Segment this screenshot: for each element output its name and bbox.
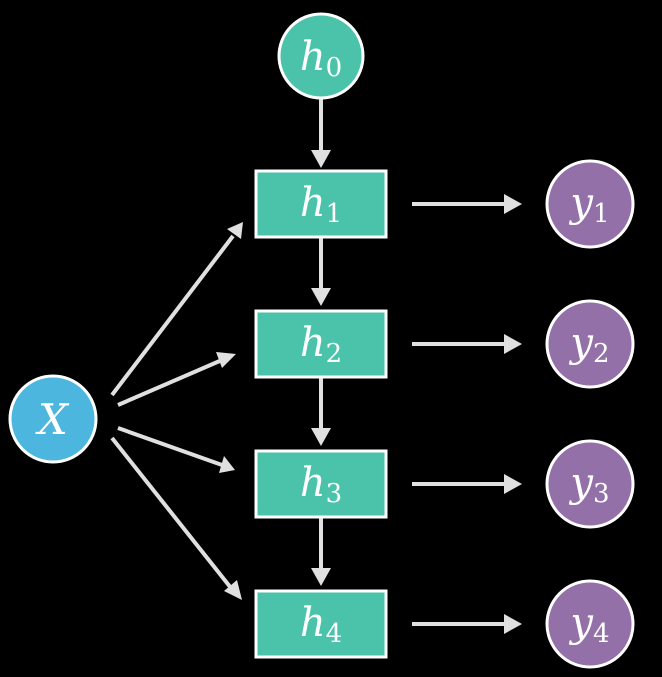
edge-h3-h4 xyxy=(311,518,331,586)
svg-text:h1: h1 xyxy=(300,180,342,229)
node-y2-base: y xyxy=(568,320,594,366)
node-h2-base: h xyxy=(300,320,326,366)
node-y1-sub: 1 xyxy=(593,199,610,229)
svg-text:h3: h3 xyxy=(300,460,342,509)
node-h1: h1 xyxy=(254,169,388,239)
nodes: h0 h1 h2 h3 h4 xyxy=(8,12,635,669)
node-h3-sub: 3 xyxy=(326,479,343,509)
edge-x-h1 xyxy=(110,222,243,397)
svg-text:y3: y3 xyxy=(568,460,609,509)
node-y3-base: y xyxy=(568,460,594,506)
node-h1-sub: 1 xyxy=(326,199,343,229)
edge-h2-y2 xyxy=(412,334,522,354)
edge-h2-h3 xyxy=(311,378,331,446)
node-h2: h2 xyxy=(254,309,388,379)
node-h4-base: h xyxy=(300,600,326,646)
node-y4-sub: 4 xyxy=(593,619,610,649)
svg-text:y1: y1 xyxy=(568,180,609,229)
node-y3-sub: 3 xyxy=(593,479,610,509)
edge-x-h2 xyxy=(117,352,236,407)
edge-x-h4 xyxy=(110,436,242,600)
node-h0: h0 xyxy=(277,12,365,100)
node-x-label: X xyxy=(35,395,70,444)
node-h4: h4 xyxy=(254,589,388,659)
node-h1-base: h xyxy=(300,180,326,226)
svg-text:h0: h0 xyxy=(300,34,342,83)
edge-h0-h1 xyxy=(311,98,331,168)
svg-text:y4: y4 xyxy=(568,600,609,649)
node-y2: y2 xyxy=(545,299,635,389)
node-x: X xyxy=(8,374,98,464)
node-h2-sub: 2 xyxy=(326,339,343,369)
edge-h4-y4 xyxy=(412,614,522,634)
node-y4-base: y xyxy=(568,600,594,646)
node-y1-base: y xyxy=(568,180,594,226)
edge-h3-y3 xyxy=(412,474,522,494)
svg-text:y2: y2 xyxy=(568,320,609,369)
edge-x-h3 xyxy=(117,426,235,473)
edges xyxy=(110,98,522,634)
node-h3: h3 xyxy=(254,449,388,519)
node-y2-sub: 2 xyxy=(593,339,610,369)
node-h4-sub: 4 xyxy=(326,619,343,649)
node-h0-base: h xyxy=(300,34,326,80)
edge-h1-h2 xyxy=(311,238,331,306)
svg-text:h4: h4 xyxy=(300,600,342,649)
svg-text:h2: h2 xyxy=(300,320,342,369)
node-y4: y4 xyxy=(545,579,635,669)
node-y1: y1 xyxy=(545,159,635,249)
node-y3: y3 xyxy=(545,439,635,529)
node-h0-sub: 0 xyxy=(326,53,343,83)
node-h3-base: h xyxy=(300,460,326,506)
edge-h1-y1 xyxy=(412,194,522,214)
